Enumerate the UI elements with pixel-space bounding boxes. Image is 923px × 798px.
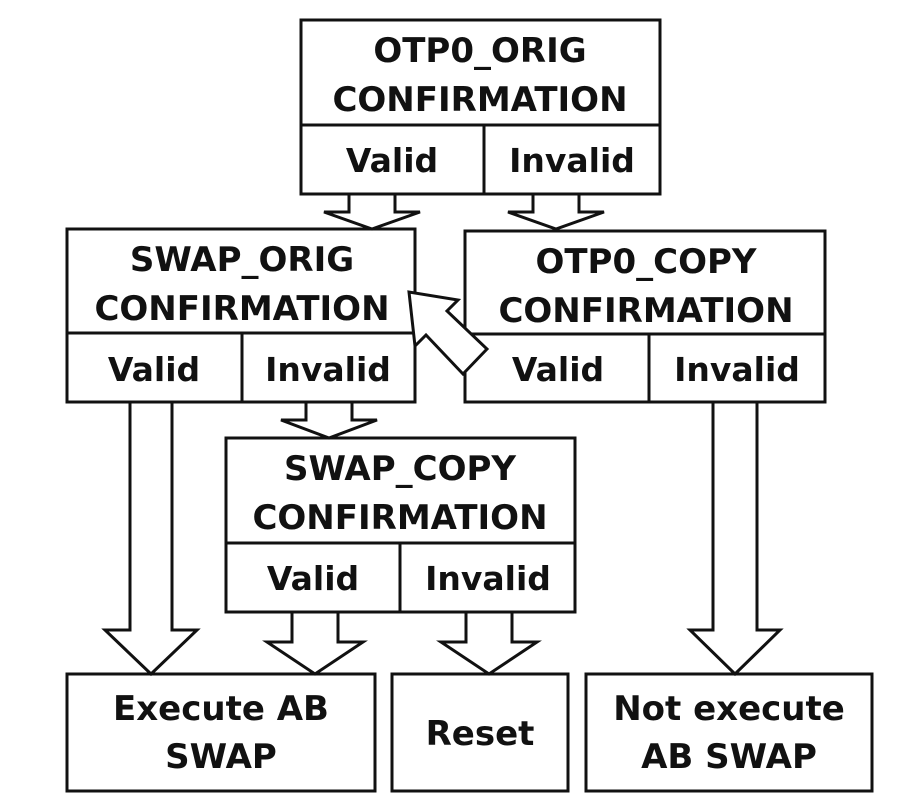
otp0-orig-title-line1: OTP0_ORIG [373, 31, 586, 71]
otp0-orig-box [299, 18, 662, 196]
swap-orig-valid-label: Valid [108, 350, 200, 389]
swap-copy-invalid-label: Invalid [425, 559, 551, 598]
swap-copy-confirmation-node: SWAP_COPY CONFIRMATION Valid Invalid [224, 436, 577, 614]
otp0-orig-invalid-arrow [507, 192, 605, 231]
swap-copy-title-line2: CONFIRMATION [252, 498, 547, 538]
swap-orig-title-line1: SWAP_ORIG [130, 240, 354, 280]
swap-copy-invalid-arrow [436, 610, 542, 676]
otp0-copy-box [463, 229, 827, 404]
reset-node: Reset [390, 672, 570, 793]
otp0-copy-invalid-label: Invalid [674, 350, 800, 389]
otp0-orig-confirmation-node: OTP0_ORIG CONFIRMATION Valid Invalid [299, 18, 662, 196]
swap-orig-invalid-arrow [280, 400, 378, 440]
not-execute-ab-swap-node: Not execute AB SWAP [584, 672, 874, 793]
execute-ab-swap-node: Execute AB SWAP [65, 672, 377, 793]
not-execute-ab-swap-line1: Not execute [613, 689, 845, 729]
swap-orig-confirmation-node: SWAP_ORIG CONFIRMATION Valid Invalid [65, 227, 417, 404]
execute-ab-swap-line1: Execute AB [113, 689, 329, 729]
swap-orig-valid-arrow [101, 400, 201, 677]
reset-box [390, 672, 570, 793]
swap-orig-invalid-label: Invalid [265, 350, 391, 389]
otp0-copy-invalid-arrow [686, 400, 784, 677]
swap-copy-valid-arrow [262, 610, 368, 676]
reset-label: Reset [426, 714, 535, 754]
otp0-orig-valid-arrow [323, 192, 421, 231]
otp0-copy-confirmation-node: OTP0_COPY CONFIRMATION Valid Invalid [463, 229, 827, 404]
otp0-orig-title-line2: CONFIRMATION [332, 80, 627, 120]
not-execute-ab-swap-line2: AB SWAP [641, 737, 817, 777]
not-execute-ab-swap-box [584, 672, 874, 793]
otp0-orig-valid-label: Valid [346, 141, 438, 180]
execute-ab-swap-box [65, 672, 377, 793]
otp0-orig-invalid-label: Invalid [509, 141, 635, 180]
otp0-copy-title-line1: OTP0_COPY [535, 242, 756, 282]
otp0-copy-valid-arrow [407, 290, 490, 377]
otp0-copy-valid-label: Valid [512, 350, 604, 389]
swap-copy-valid-label: Valid [267, 559, 359, 598]
swap-copy-title-line1: SWAP_COPY [284, 449, 516, 489]
otp0-copy-title-line2: CONFIRMATION [498, 291, 793, 331]
execute-ab-swap-line2: SWAP [165, 737, 277, 777]
swap-orig-title-line2: CONFIRMATION [94, 289, 389, 329]
